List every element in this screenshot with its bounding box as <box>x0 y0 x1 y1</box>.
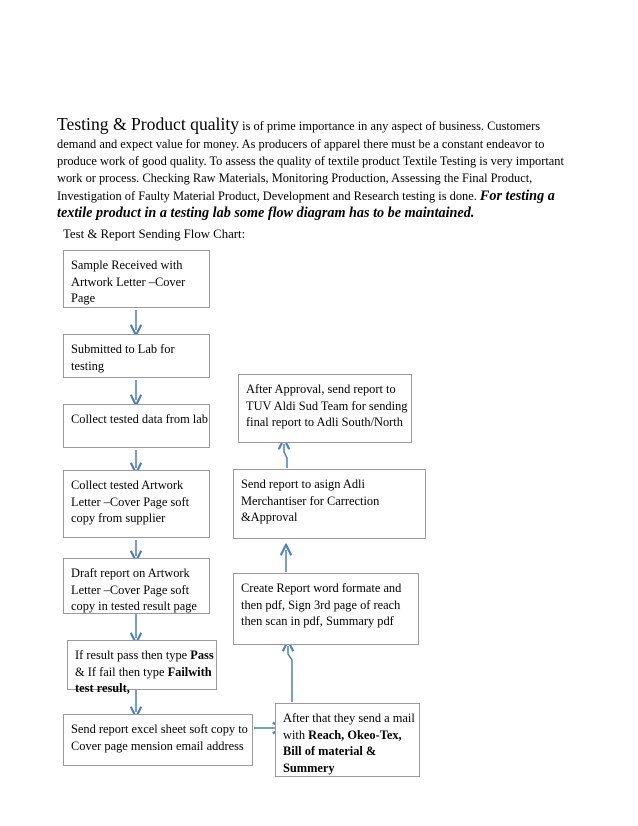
flow-node-label: Send report excel sheet soft copy to Cov… <box>71 722 248 753</box>
arrow-mail-to-create <box>288 646 292 702</box>
flow-node-label: Create Report word formate and then pdf,… <box>241 581 402 628</box>
flow-node-send-excel-sheet[interactable]: Send report excel sheet soft copy to Cov… <box>63 714 253 766</box>
intro-body: is of prime importance in any aspect of … <box>57 119 564 203</box>
flow-node-label: Collect tested Artwork Letter –Cover Pag… <box>71 478 190 525</box>
flow-node-label: Collect tested data from lab <box>71 412 208 426</box>
flow-node-label: If result pass then type Pass & If fail … <box>75 648 214 695</box>
flow-node-draft-report[interactable]: Draft report on Artwork Letter –Cover Pa… <box>63 558 210 614</box>
flow-chart-title: Test & Report Sending Flow Chart: <box>63 227 246 241</box>
flow-node-create-report[interactable]: Create Report word formate and then pdf,… <box>233 573 419 645</box>
flow-node-label: After Approval, send report to TUV Aldi … <box>246 382 408 429</box>
flow-node-label: Draft report on Artwork Letter –Cover Pa… <box>71 566 197 613</box>
flow-node-submitted-to-lab[interactable]: Submitted to Lab for testing <box>63 334 210 378</box>
flow-node-label: Sample Received with Artwork Letter –Cov… <box>71 258 186 305</box>
intro-paragraph: Testing & Product quality is of prime im… <box>57 116 582 222</box>
flow-node-label: Send report to asign Adli Merchantiser f… <box>241 477 380 524</box>
flow-node-send-mail[interactable]: After that they send a mail with Reach, … <box>275 703 420 777</box>
flow-node-label: Submitted to Lab for testing <box>71 342 175 373</box>
intro-lead: Testing & Product quality <box>57 114 240 135</box>
flow-node-result-pass-fail[interactable]: If result pass then type Pass & If fail … <box>67 640 217 695</box>
arrow-merchantiser-to-approval <box>284 444 287 468</box>
intro-emphasis: For testing a textile product in a testi… <box>57 187 555 221</box>
flow-node-label: After that they send a mail with Reach, … <box>283 711 415 775</box>
flow-node-after-approval[interactable]: After Approval, send report to TUV Aldi … <box>238 374 412 443</box>
flow-node-collect-tested-artwork[interactable]: Collect tested Artwork Letter –Cover Pag… <box>63 470 210 538</box>
flow-node-send-to-merchantiser[interactable]: Send report to asign Adli Merchantiser f… <box>233 469 426 539</box>
flow-node-collect-tested-data[interactable]: Collect tested data from lab <box>63 404 210 448</box>
flow-node-sample-received[interactable]: Sample Received with Artwork Letter –Cov… <box>63 250 210 308</box>
